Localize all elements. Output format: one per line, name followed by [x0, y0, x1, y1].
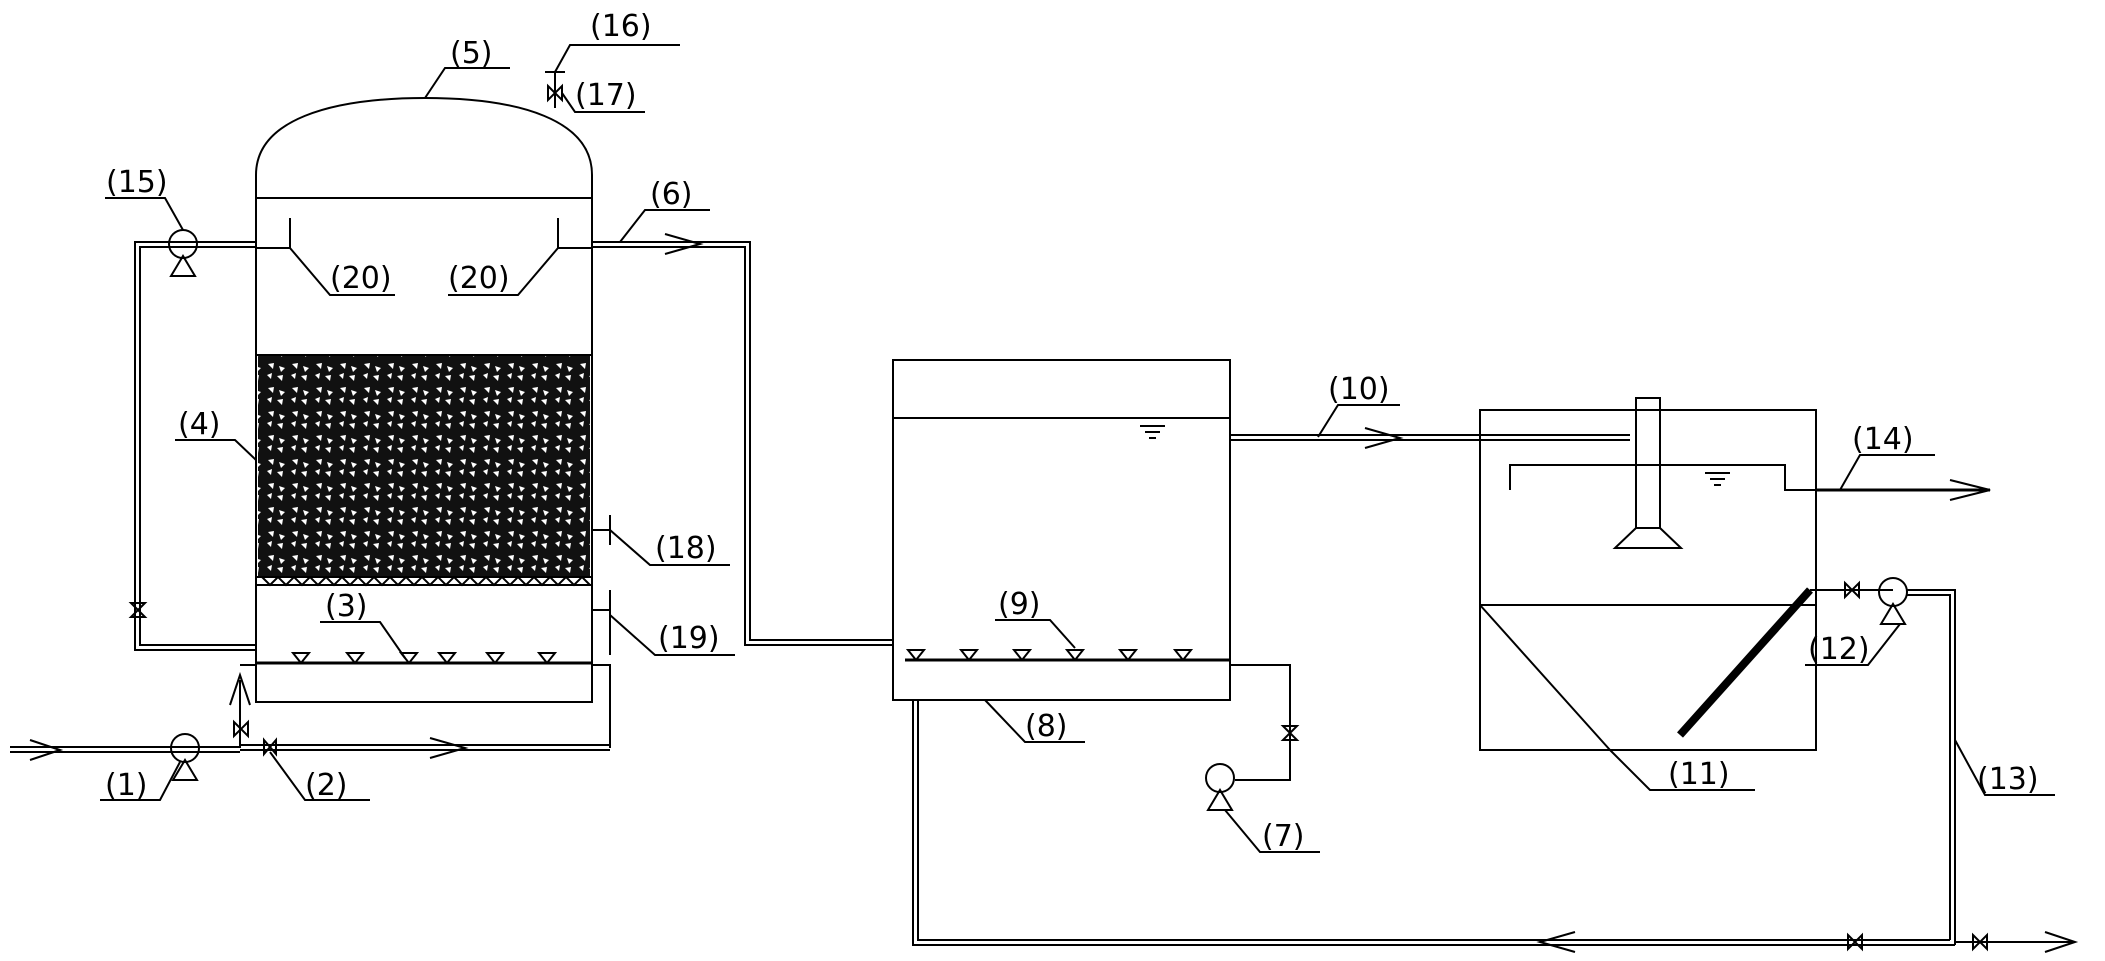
flow-arrow-14-icon — [1949, 479, 1991, 501]
reactor-column — [255, 71, 611, 703]
weir-trough — [1509, 464, 1816, 491]
reactor-dome — [255, 96, 593, 198]
flow-arrow-icon — [429, 737, 469, 759]
label-1: (1) — [105, 768, 148, 803]
label-6: (6) — [650, 177, 693, 212]
label-3: (3) — [325, 589, 368, 624]
label-15: (15) — [106, 165, 168, 200]
aeration-tank — [892, 359, 1300, 811]
transfer-line-10 — [1230, 427, 1630, 449]
overflow-weir-right — [557, 218, 592, 249]
label-8: (8) — [1025, 709, 1068, 744]
vent-valve-17-icon — [547, 83, 563, 103]
effluent-line-6 — [592, 233, 893, 646]
water-level-icon — [1140, 425, 1165, 439]
water-level-2-icon — [1705, 472, 1730, 486]
label-7: (7) — [1262, 819, 1305, 854]
label-17: (17) — [575, 78, 637, 113]
reactor-body — [255, 197, 593, 703]
effluent-line-14 — [1816, 479, 1991, 501]
aerator-diffusers — [290, 652, 558, 665]
valve-blower-icon — [1280, 725, 1300, 741]
label-10: (10) — [1328, 372, 1390, 407]
label-12: (12) — [1808, 632, 1870, 667]
aeration-tank-body — [892, 359, 1231, 701]
center-well — [1635, 397, 1661, 529]
valve-13-icon — [1847, 932, 1863, 952]
overflow-weir-left — [256, 218, 291, 249]
label-5: (5) — [450, 36, 493, 71]
valve-recirc-icon — [128, 602, 148, 618]
inlet-arrow-icon — [29, 739, 64, 761]
pump-12-icon — [1878, 577, 1908, 625]
sludge-hopper — [1479, 604, 1611, 751]
valve-riser-icon — [233, 719, 249, 739]
sample-port-19 — [592, 590, 611, 655]
label-4: (4) — [178, 407, 221, 442]
settling-tank-body — [1479, 409, 1817, 751]
label-9: (9) — [998, 587, 1041, 622]
pump-1-icon — [170, 733, 200, 781]
flow-arrow-waste-icon — [2044, 931, 2079, 953]
label-11: (11) — [1668, 757, 1730, 792]
flow-arrow-6-icon — [664, 233, 704, 255]
blower-7-icon — [1205, 763, 1235, 811]
valve-waste-icon — [1972, 932, 1988, 952]
valve-2-icon — [263, 737, 277, 757]
sample-port-18 — [592, 515, 611, 545]
label-16: (16) — [590, 9, 652, 44]
valve-12-icon — [1844, 580, 1860, 600]
pump-15-icon — [168, 229, 198, 277]
label-20-right: (20) — [448, 261, 510, 296]
distribution-cone — [1612, 527, 1684, 549]
sludge-return-line-13 — [912, 700, 2079, 953]
label-19: (19) — [658, 621, 720, 656]
callout-labels: (1) (2) (3) (4) (5) (6) (7) (8) (9) (10)… — [100, 9, 2055, 854]
up-arrow-icon — [229, 671, 251, 706]
support-grid — [256, 575, 592, 587]
aerator-diffusers-9 — [905, 649, 1194, 662]
settling-tank — [1479, 397, 1956, 945]
packing-media — [258, 355, 590, 577]
label-14: (14) — [1852, 422, 1914, 457]
flow-arrow-return-icon — [1536, 931, 1576, 953]
flow-arrow-10-icon — [1364, 427, 1404, 449]
influent-line — [10, 664, 611, 781]
label-13: (13) — [1977, 762, 2039, 797]
label-20-left: (20) — [330, 261, 392, 296]
label-2: (2) — [305, 768, 348, 803]
label-18: (18) — [655, 531, 717, 566]
